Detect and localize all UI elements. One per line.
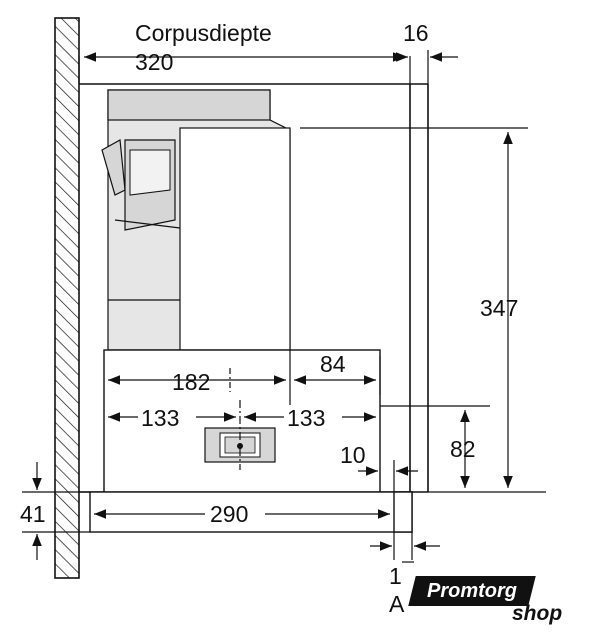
dimension-corpus-depth: Corpusdiepte 320 xyxy=(78,20,411,84)
wall xyxy=(54,17,80,579)
left-133-label: 133 xyxy=(141,405,179,431)
section-marker: 1 A xyxy=(370,532,440,617)
corpus-depth-label: 320 xyxy=(135,49,173,75)
height-label: 347 xyxy=(480,295,518,321)
gap-10-label: 10 xyxy=(340,442,366,468)
width-84-label: 84 xyxy=(320,351,346,377)
right-133-label: 133 xyxy=(287,405,325,431)
watermark-suffix: shop xyxy=(512,602,563,625)
panel-290-label: 290 xyxy=(210,501,248,527)
dimension-widths-lower: 133 133 xyxy=(108,405,376,431)
watermark-logo: Promtorg shop xyxy=(408,576,582,632)
dimension-height: 347 xyxy=(300,127,546,493)
dimension-widths-upper: 182 84 xyxy=(108,351,381,395)
side-offset-label: 16 xyxy=(403,20,429,46)
height-82-label: 82 xyxy=(450,436,476,462)
dimension-side-offset: 16 xyxy=(395,20,458,84)
section-letter-label: A xyxy=(389,591,405,617)
motor-housing xyxy=(101,89,291,351)
dimension-41: 41 xyxy=(20,462,90,560)
connector-part xyxy=(204,400,276,470)
dimension-290: 290 xyxy=(94,500,390,527)
dimension-10: 10 xyxy=(340,442,418,492)
dimension-82: 82 xyxy=(380,405,490,488)
bottom-41-label: 41 xyxy=(20,501,46,527)
corpus-title-label: Corpusdiepte xyxy=(135,20,272,46)
width-182-label: 182 xyxy=(172,369,210,395)
section-mark-label: 1 xyxy=(389,563,402,589)
